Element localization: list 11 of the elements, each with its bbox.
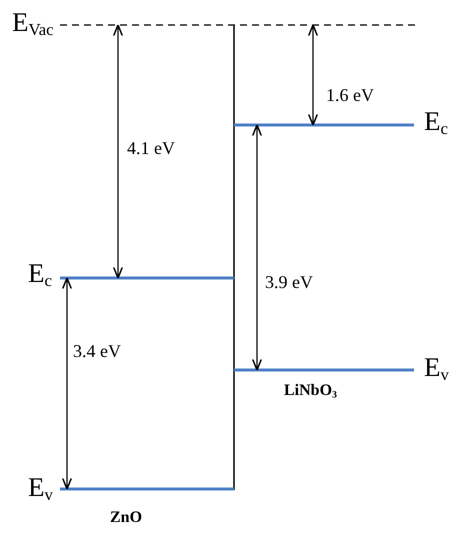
energy-value: 3.9 eV bbox=[265, 273, 313, 291]
energy-value: 4.1 eV bbox=[127, 139, 175, 157]
material-label: LiNbO$_{3}$ bbox=[284, 383, 337, 400]
level-label: E$_{v}$ bbox=[28, 474, 53, 504]
energy-value: 3.4 eV bbox=[73, 342, 121, 360]
level-label: E$_{Vac}$ bbox=[12, 9, 54, 39]
material-label: ZnO bbox=[110, 510, 142, 526]
level-label: E$_{c}$ bbox=[424, 108, 448, 138]
level-label: E$_{c}$ bbox=[28, 260, 52, 290]
energy-value: 1.6 eV bbox=[326, 86, 374, 104]
level-label: E$_{v}$ bbox=[424, 354, 449, 384]
